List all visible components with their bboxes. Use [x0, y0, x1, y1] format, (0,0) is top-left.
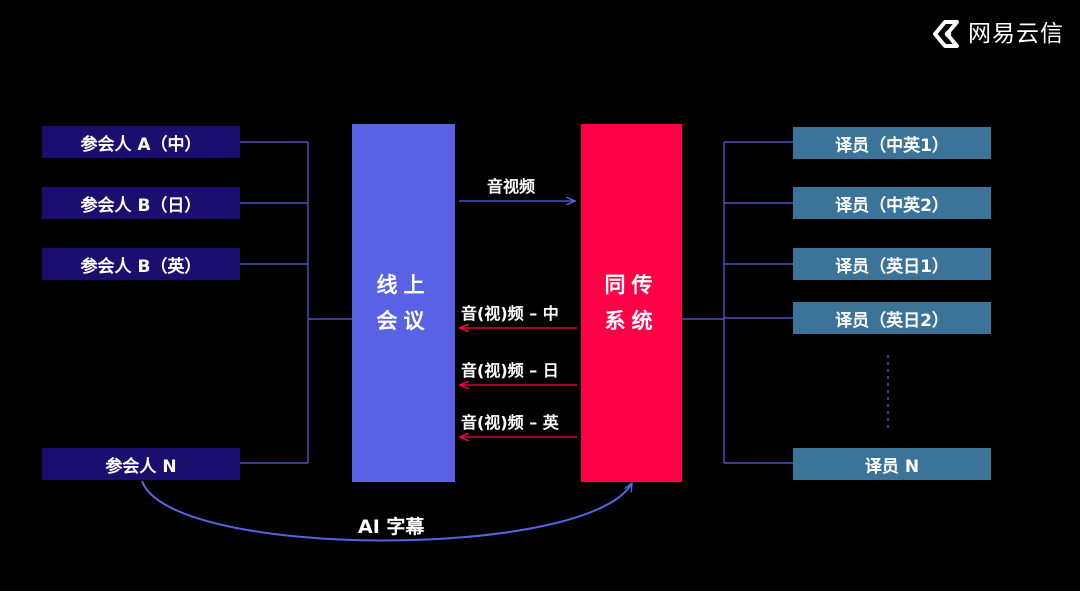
ai-subtitle-label: AI 字幕 [358, 516, 425, 538]
interpreter-n-box: 译员 N [793, 448, 991, 480]
interpreter-zh-en-1-box: 译员（中英1） [793, 127, 991, 159]
brand-logo: 网易云信 [931, 18, 1064, 50]
participant-b-en-label: 参会人 B（英） [80, 256, 202, 277]
interpreter-en-ja-1-label: 译员（英日1） [835, 256, 949, 277]
interpreter-n-label: 译员 N [864, 456, 920, 477]
interpreter-en-ja-1-box: 译员（英日1） [793, 248, 991, 280]
interpreter-bus [682, 141, 793, 464]
participant-n-label: 参会人 N [105, 456, 177, 477]
meeting-line2: 会议 [376, 309, 431, 333]
simultaneous-system-block: 同传 系统 [581, 124, 682, 482]
online-meeting-block: 线上 会议 [352, 124, 455, 482]
participant-n-box: 参会人 N [42, 448, 240, 480]
simul-line1: 同传 [604, 273, 659, 297]
meeting-line1: 线上 [376, 273, 431, 297]
interpreter-en-ja-2-box: 译员（英日2） [793, 302, 991, 334]
participant-b-en-box: 参会人 B（英） [42, 248, 240, 280]
interpreter-en-ja-2-label: 译员（英日2） [835, 310, 949, 331]
av-zh-label: 音(视)频 – 中 [461, 304, 559, 323]
av-en-label: 音(视)频 – 英 [461, 413, 559, 432]
participant-b-ja-label: 参会人 B（日） [80, 195, 202, 216]
av-ja-label: 音(视)频 – 日 [461, 361, 559, 380]
interpreter-zh-en-1-label: 译员（中英1） [835, 135, 949, 156]
netease-yunxin-logo-icon [933, 20, 959, 48]
ai-subtitle-arrow [141, 480, 633, 542]
interpreter-zh-en-2-label: 译员（中英2） [835, 195, 949, 216]
simul-line2: 系统 [604, 309, 659, 333]
participant-bus [240, 141, 352, 464]
participant-a-label: 参会人 A（中） [80, 134, 202, 155]
brand-name: 网易云信 [968, 21, 1064, 47]
participant-b-ja-box: 参会人 B（日） [42, 187, 240, 219]
av-label: 音视频 [487, 177, 536, 196]
interpreter-zh-en-2-box: 译员（中英2） [793, 187, 991, 219]
participant-a-box: 参会人 A（中） [42, 126, 240, 158]
